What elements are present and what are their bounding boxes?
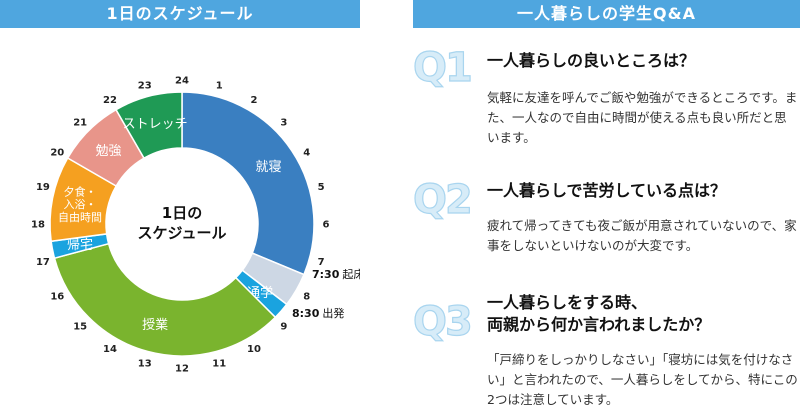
q3-title: 一人暮らしをする時、 両親から何か言われましたか？ <box>487 293 711 334</box>
hour-tick-20: 20 <box>50 148 64 159</box>
q2-title: 一人暮らしで苦労している点は？ <box>487 181 727 200</box>
qa-item-2: Q2 一人暮らしで苦労している点は？ 疲れて帰ってきても夜ご飯が用意されていない… <box>412 177 800 268</box>
hour-tick-15: 15 <box>73 321 87 332</box>
hour-tick-6: 6 <box>323 220 330 231</box>
hour-tick-16: 16 <box>50 292 64 303</box>
hour-tick-12: 12 <box>175 364 189 375</box>
q2-number: Q2 <box>412 177 473 223</box>
hour-tick-3: 3 <box>280 118 287 129</box>
qa-banner: 一人暮らしの学生Q&A <box>413 0 800 28</box>
hour-tick-22: 22 <box>103 95 117 106</box>
hour-tick-24: 24 <box>175 76 189 87</box>
hour-tick-8: 8 <box>303 292 310 303</box>
hour-tick-10: 10 <box>247 344 261 355</box>
segment-label-3: 授業 <box>142 317 168 333</box>
hour-tick-5: 5 <box>318 182 325 193</box>
hour-tick-11: 11 <box>212 359 226 370</box>
q2-answer: 疲れて帰ってきても夜ご飯が用意されていないので、家事をしないといけないのが大変で… <box>487 218 797 253</box>
segment-0 <box>181 91 315 276</box>
chart-center-title: 1日のスケジュール <box>138 204 227 242</box>
hour-tick-1: 1 <box>216 80 223 91</box>
hour-tick-17: 17 <box>36 257 50 268</box>
segment-label-0: 就寝 <box>255 159 281 175</box>
q3-answer: 「戸締りをしっかりしなさい」「寝坊には気を付けなさい」と言われたので、一人暮らし… <box>487 352 798 407</box>
hour-tick-9: 9 <box>280 321 287 332</box>
segment-7 <box>114 91 183 160</box>
segment-label-6: 勉強 <box>95 144 121 159</box>
q1-number: Q1 <box>412 45 473 91</box>
hour-tick-7: 7 <box>318 257 325 268</box>
segment-label-7: ストレッチ <box>123 117 188 132</box>
hour-tick-14: 14 <box>103 344 117 355</box>
hour-tick-2: 2 <box>251 95 258 106</box>
segment-3 <box>53 242 277 357</box>
q3-number: Q3 <box>412 299 473 345</box>
hour-tick-21: 21 <box>73 118 87 129</box>
hour-tick-4: 4 <box>303 148 310 159</box>
segment-label-5: 夕食・入浴・自由時間 <box>58 184 102 223</box>
qa-item-1: Q1 一人暮らしの良いところは？ 気軽に友達を呼んでご飯や勉強ができるところです… <box>412 44 800 154</box>
schedule-banner: 1日のスケジュール <box>0 0 360 28</box>
qa-item-3: Q3 一人暮らしをする時、 両親から何か言われましたか？ 「戸締りをしっかりしな… <box>412 292 800 418</box>
q1-title: 一人暮らしの良いところは？ <box>487 51 696 70</box>
segment-label-4: 帰宅 <box>67 237 93 253</box>
hour-tick-18: 18 <box>31 220 45 231</box>
q1-answer: 気軽に友達を呼んでご飯や勉強ができるところです。また、一人なので自由に時間が使え… <box>487 90 798 145</box>
hour-tick-23: 23 <box>138 80 152 91</box>
hour-tick-19: 19 <box>36 182 50 193</box>
hour-tick-13: 13 <box>138 359 152 370</box>
